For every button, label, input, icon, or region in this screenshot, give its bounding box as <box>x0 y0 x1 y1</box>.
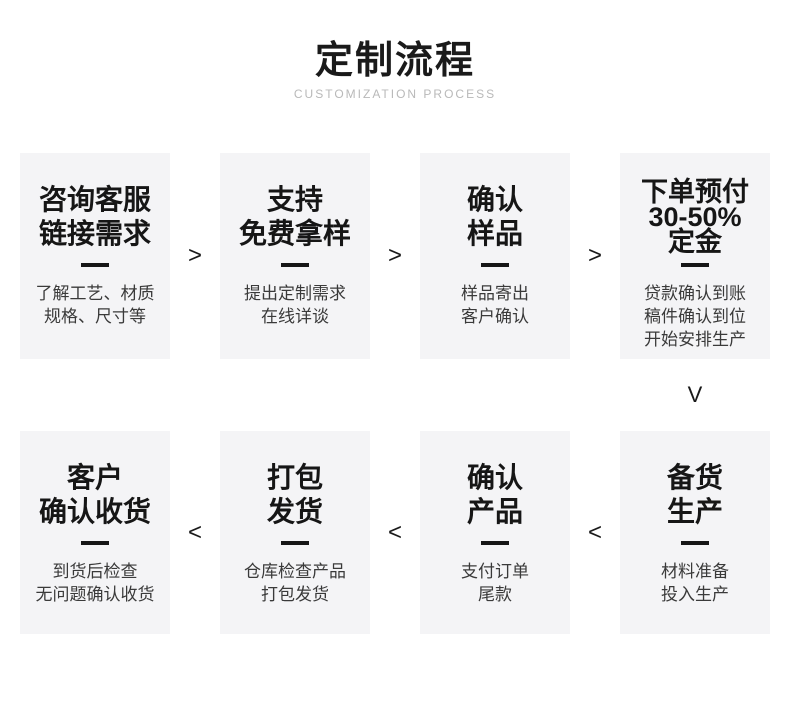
arrow-cell: > <box>570 153 620 359</box>
step-title: 确认产品 <box>467 451 523 539</box>
process-step-card: 客户确认收货到货后检查无问题确认收货 <box>20 431 170 634</box>
step-description: 提出定制需求在线详谈 <box>244 282 346 328</box>
step-description-line: 提出定制需求 <box>244 284 346 303</box>
page-subtitle: CUSTOMIZATION PROCESS <box>293 87 497 101</box>
step-description-line: 仓库检查产品 <box>244 562 346 581</box>
step-description: 了解工艺、材质规格、尺寸等 <box>36 282 155 328</box>
divider <box>481 541 509 545</box>
step-description-line: 样品寄出 <box>461 284 529 303</box>
step-title-line: 确认收货 <box>38 496 151 527</box>
arrow-left-icon: < <box>587 518 602 546</box>
row-connector-slot: V <box>620 359 770 431</box>
step-title-line: 咨询客服 <box>38 184 151 215</box>
page-title: 定制流程 <box>314 40 475 82</box>
arrow-cell: > <box>370 153 420 359</box>
arrow-cell: < <box>170 431 220 634</box>
step-description: 到货后检查无问题确认收货 <box>36 560 155 606</box>
flow-row-top: 咨询客服链接需求了解工艺、材质规格、尺寸等 > 支持免费拿样提出定制需求在线详谈 > 确… <box>20 153 770 359</box>
step-description-line: 客户确认 <box>461 307 529 326</box>
step-title-line: 产品 <box>466 496 523 527</box>
step-title-line: 样品 <box>466 218 523 249</box>
step-title-line: 备货 <box>666 462 723 493</box>
step-description-line: 开始安排生产 <box>644 330 746 349</box>
divider <box>281 263 309 267</box>
step-title: 确认样品 <box>467 173 523 261</box>
step-title-line: 链接需求 <box>38 218 151 249</box>
step-description: 贷款确认到账稿件确认到位开始安排生产 <box>644 282 746 351</box>
divider <box>481 263 509 267</box>
step-title: 支持免费拿样 <box>239 173 351 261</box>
process-step-card: 备货生产材料准备投入生产 <box>620 431 770 634</box>
step-description-line: 在线详谈 <box>261 307 329 326</box>
step-description-line: 打包发货 <box>261 585 329 604</box>
arrow-right-icon: > <box>187 242 202 269</box>
arrow-cell: > <box>170 153 220 359</box>
step-description-line: 稿件确认到位 <box>644 307 746 326</box>
step-description-line: 投入生产 <box>661 585 729 604</box>
step-title: 客户确认收货 <box>39 451 151 539</box>
step-title-line: 发货 <box>266 496 323 527</box>
step-description: 样品寄出客户确认 <box>461 282 529 328</box>
step-title-line: 定金 <box>668 226 722 257</box>
step-description-line: 无问题确认收货 <box>35 585 155 604</box>
step-title-line: 客户 <box>66 462 123 493</box>
step-description-line: 材料准备 <box>661 562 729 581</box>
process-step-card: 打包发货仓库检查产品打包发货 <box>220 431 370 634</box>
arrow-cell: < <box>570 431 620 634</box>
step-description-line: 尾款 <box>478 585 512 604</box>
arrow-left-icon: < <box>387 518 402 546</box>
step-description: 支付订单尾款 <box>461 560 529 606</box>
step-description: 材料准备投入生产 <box>661 560 729 606</box>
arrow-right-icon: > <box>387 242 402 269</box>
step-description-line: 支付订单 <box>461 562 529 581</box>
step-title: 打包发货 <box>267 451 323 539</box>
process-flow: 咨询客服链接需求了解工艺、材质规格、尺寸等 > 支持免费拿样提出定制需求在线详谈 > 确… <box>20 153 770 634</box>
step-title-line: 生产 <box>666 496 723 527</box>
step-title-line: 确认 <box>466 462 523 493</box>
divider <box>81 263 109 267</box>
header: 定制流程 CUSTOMIZATION PROCESS <box>0 0 790 101</box>
arrow-down-icon: V <box>687 382 703 407</box>
step-description-line: 了解工艺、材质 <box>35 284 155 303</box>
step-title-line: 免费拿样 <box>238 218 351 249</box>
divider <box>681 541 709 545</box>
process-step-card: 咨询客服链接需求了解工艺、材质规格、尺寸等 <box>20 153 170 359</box>
step-title-line: 支持 <box>266 184 323 215</box>
divider <box>281 541 309 545</box>
arrow-cell: < <box>370 431 420 634</box>
step-description-line: 规格、尺寸等 <box>44 307 146 326</box>
process-step-card: 确认产品支付订单尾款 <box>420 431 570 634</box>
row-connector: V <box>20 359 770 431</box>
step-description-line: 到货后检查 <box>52 562 138 581</box>
divider <box>81 541 109 545</box>
step-title: 备货生产 <box>667 451 723 539</box>
arrow-right-icon: > <box>587 242 602 269</box>
process-step-card: 确认样品样品寄出客户确认 <box>420 153 570 359</box>
divider <box>681 263 709 267</box>
arrow-left-icon: < <box>187 518 202 546</box>
process-step-card: 支持免费拿样提出定制需求在线详谈 <box>220 153 370 359</box>
step-title-line: 30-50% <box>648 201 742 232</box>
step-title-line: 打包 <box>266 462 323 493</box>
step-title-line: 下单预付 <box>641 176 749 207</box>
step-description: 仓库检查产品打包发货 <box>244 560 346 606</box>
flow-row-bottom: 客户确认收货到货后检查无问题确认收货<打包发货仓库检查产品打包发货<确认产品支付… <box>20 431 770 634</box>
step-title-line: 确认 <box>466 184 523 215</box>
step-description-line: 贷款确认到账 <box>644 284 746 303</box>
step-title: 咨询客服链接需求 <box>39 173 151 261</box>
